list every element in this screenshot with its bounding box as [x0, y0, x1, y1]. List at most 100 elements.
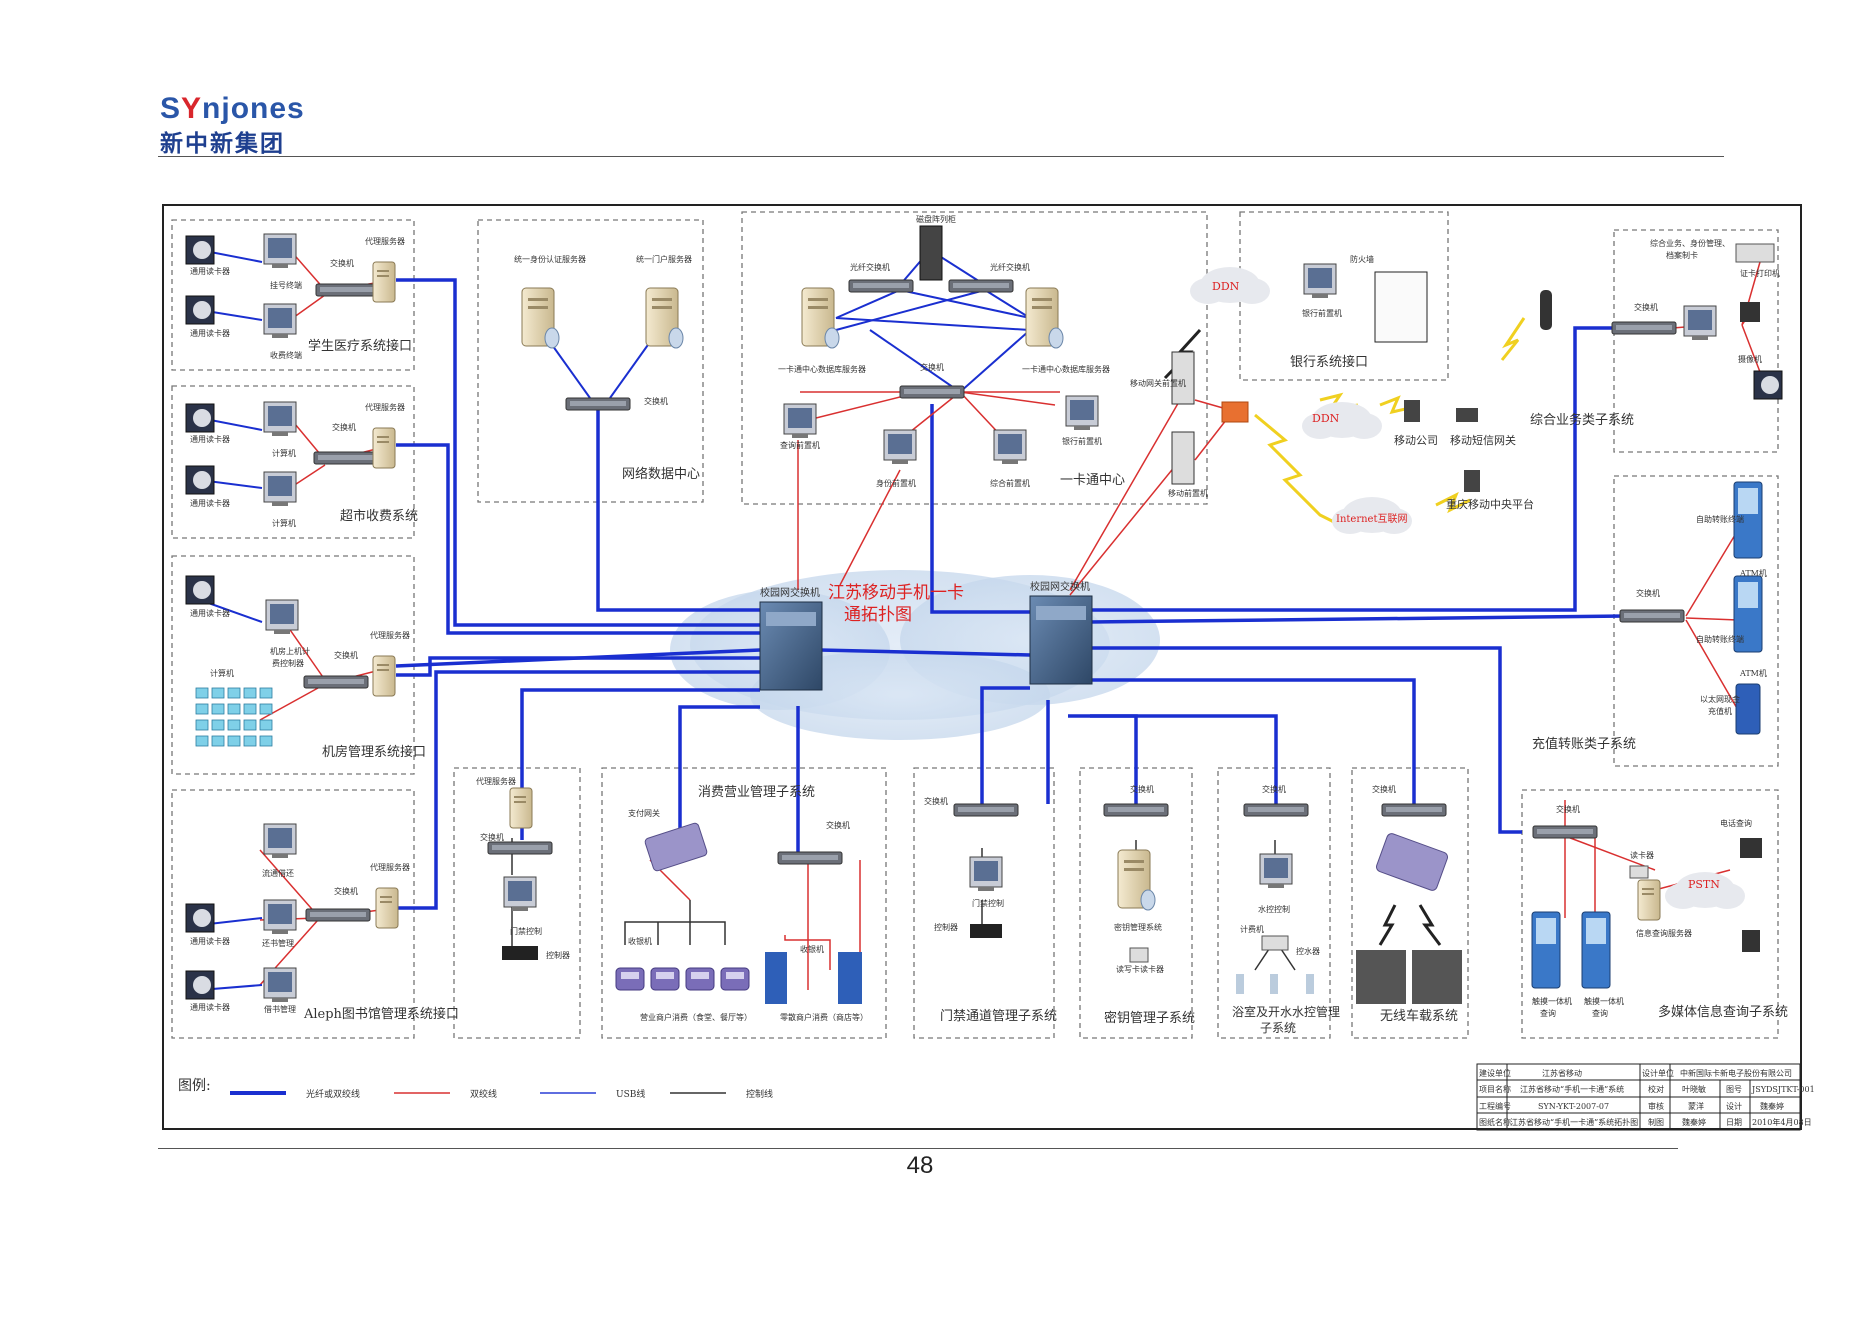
- title-block: 建设单位 江苏省移动 设计单位 中新国际卡新电子股份有限公司 项目名称 江苏省移…: [1476, 1063, 1815, 1131]
- label-gate: 门禁通道管理子系统: [940, 1009, 1057, 1024]
- tb-r1-c0: 项目名称: [1479, 1084, 1511, 1094]
- label-bath-1: 浴室及开水水控管理: [1232, 1004, 1340, 1019]
- tb-r2-c1: SYN-YKT-2007-07: [1538, 1102, 1609, 1111]
- lbl-water: 水控控制: [1258, 904, 1290, 914]
- router: [1221, 401, 1249, 423]
- lbl-pc-1: 计算机: [272, 448, 296, 458]
- lbl-ddn-2: DDN: [1312, 412, 1340, 425]
- tb-r2-c4: 设计: [1726, 1101, 1742, 1111]
- lbl-room-ctrl-2: 费控制器: [272, 658, 304, 668]
- lbl-reader-6: 通用读卡器: [190, 936, 230, 946]
- label-bath-2: 子系统: [1260, 1021, 1296, 1035]
- lbl-valve: 控水器: [1296, 946, 1320, 956]
- lbl-reader-5: 通用读卡器: [190, 608, 230, 618]
- lbl-proxy-1: 代理服务器: [365, 236, 405, 246]
- lbl-pstn: PSTN: [1688, 878, 1720, 891]
- label-bank: 银行系统接口: [1290, 354, 1368, 370]
- tb-r3-c0: 图纸名称: [1479, 1117, 1511, 1127]
- lbl-bank-pc: 银行前置机: [1062, 436, 1102, 446]
- logo-mark: Y: [181, 92, 203, 125]
- fiber-links: [395, 278, 1627, 910]
- label-key: 密钥管理子系统: [1104, 1010, 1195, 1026]
- tb-r0-c3: 中新国际卡新电子股份有限公司: [1680, 1068, 1792, 1078]
- box-card-center: [741, 211, 1208, 505]
- device-icons: [185, 225, 1783, 1004]
- tb-r2-c5: 魏秦婷: [1760, 1101, 1784, 1111]
- logo-rest: njones: [202, 92, 305, 125]
- lbl-room-ctrl-1: 机房上机计: [270, 646, 310, 656]
- tb-r2-c0: 工程编号: [1479, 1101, 1511, 1111]
- lbl-firewall: 防火墙: [1350, 254, 1374, 264]
- lbl-alipay: 支付网关: [628, 808, 660, 818]
- box-bath: [1217, 767, 1331, 1039]
- tb-r0-c2: 设计单位: [1642, 1068, 1674, 1078]
- core-switch-right: [1029, 595, 1093, 685]
- lbl-sw-nc: 交换机: [644, 396, 668, 406]
- lbl-cash-2: 充值机: [1708, 706, 1732, 716]
- label-library: Aleph图书馆管理系统接口: [303, 1006, 459, 1022]
- lbl-key-reader: 读写卡读卡器: [1116, 964, 1164, 974]
- lbl-sw-key: 交换机: [1130, 784, 1154, 794]
- diagram-frame: [162, 204, 1802, 1130]
- legend-label-3: 控制线: [746, 1088, 773, 1100]
- logo-chinese: 新中新集团: [160, 131, 285, 157]
- tb-r1-c3: 叶晓敏: [1682, 1084, 1706, 1094]
- lbl-gate-switch: 交换机: [480, 832, 504, 842]
- label-supermarket: 超市收费系统: [340, 508, 418, 524]
- tb-r3-c5: 2010年4月08日: [1752, 1117, 1812, 1127]
- lbl-fsw-l: 光纤交换机: [850, 262, 890, 272]
- lbl-portal: 统一门户服务器: [636, 254, 692, 264]
- box-network-center: [477, 219, 704, 503]
- label-network-center: 网络数据中心: [622, 466, 700, 482]
- box-gate-proxy: [453, 767, 581, 1039]
- lbl-controller-2: 控制器: [934, 922, 958, 932]
- footer-rule: [158, 1148, 1678, 1149]
- label-business: 综合业务类子系统: [1530, 412, 1634, 428]
- tb-r1-c1: 江苏省移动“手机一卡通”系统: [1520, 1084, 1624, 1094]
- core-switch-left: [759, 601, 823, 691]
- lbl-borrow: 流通借还: [262, 868, 294, 878]
- box-multimedia: [1521, 789, 1779, 1039]
- tb-r1-c5: JSYDSJTKT-001: [1751, 1085, 1815, 1094]
- legend-title: 图例:: [178, 1078, 211, 1094]
- lbl-sw-wl: 交换机: [1372, 784, 1396, 794]
- lbl-pos: 收银机: [628, 936, 652, 946]
- lbl-sw-4: 交换机: [334, 886, 358, 896]
- box-recharge: [1613, 475, 1779, 767]
- disk-array: [919, 225, 943, 281]
- lbl-self-1: 自助转账终端: [1696, 514, 1744, 524]
- label-wireless: 无线车载系统: [1380, 1008, 1458, 1024]
- lbl-shop-pos: 零散商户消费（商店等）: [780, 1012, 868, 1022]
- lbl-auth: 统一身份认证服务器: [514, 254, 586, 264]
- box-gate: [913, 767, 1055, 1039]
- lbl-sw-mm: 交换机: [1556, 804, 1580, 814]
- tb-r2-c2: 审核: [1648, 1101, 1664, 1111]
- company-logo: SYnjones 新中新集团: [160, 92, 305, 158]
- lbl-query-pc: 查询前置机: [780, 440, 820, 450]
- lbl-ddn-1: DDN: [1212, 280, 1240, 293]
- label-consume: 消费营业管理子系统: [698, 785, 815, 800]
- lbl-card-printer: 证卡打印机: [1740, 268, 1780, 278]
- label-medical: 学生医疗系统接口: [308, 338, 412, 354]
- lbl-mobile-pc1: 移动网关前置机: [1130, 378, 1186, 388]
- label-multimedia: 多媒体信息查询子系统: [1658, 1004, 1788, 1020]
- label-card-center: 一卡通中心: [1060, 473, 1125, 488]
- lbl-pc-2: 计算机: [272, 518, 296, 528]
- lbl-meter: 计费机: [1240, 924, 1264, 934]
- lbl-chongqing: 重庆移动中央平台: [1446, 497, 1534, 511]
- box-library: [171, 789, 415, 1039]
- lbl-reader-4: 通用读卡器: [190, 498, 230, 508]
- lbl-reader-7: 通用读卡器: [190, 1002, 230, 1012]
- lbl-reader-3: 通用读卡器: [190, 434, 230, 444]
- lbl-self-2: 自助转账终端: [1696, 634, 1744, 644]
- lbl-db-r: 一卡通中心数据库服务器: [1022, 364, 1110, 374]
- tb-r2-c3: 蒙洋: [1688, 1101, 1704, 1111]
- box-business: [1613, 229, 1779, 453]
- lbl-atm-1: ATM机: [1739, 568, 1767, 578]
- mobile-phone: [1540, 290, 1552, 330]
- label-recharge: 充值转账类子系统: [1532, 736, 1636, 752]
- lbl-sw-1: 交换机: [330, 258, 354, 268]
- lbl-controller-1: 控制器: [546, 950, 570, 960]
- lbl-proxy-2: 代理服务器: [365, 402, 405, 412]
- core-right-label: 校园网交换机: [1030, 580, 1090, 593]
